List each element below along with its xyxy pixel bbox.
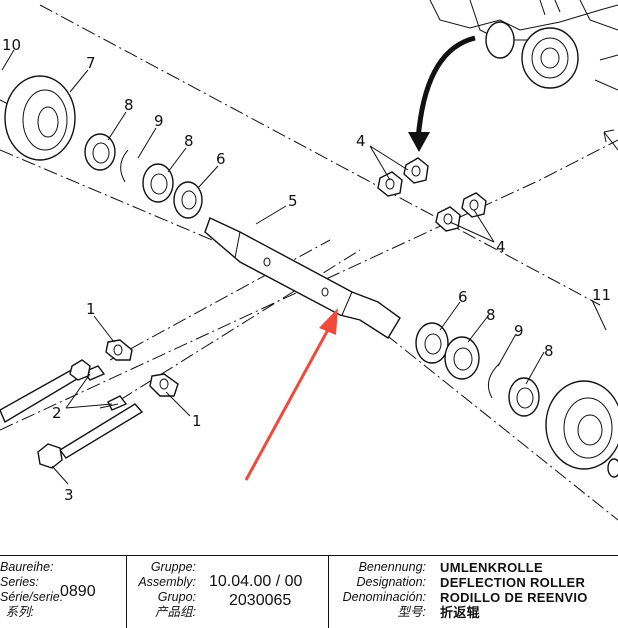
- series-labels: Baureihe: Series: Série/serie: 系列:: [0, 560, 64, 620]
- callout-11: 11: [592, 286, 611, 304]
- designation-values: UMLENKROLLE DEFLECTION ROLLER RODILLO DE…: [440, 560, 588, 620]
- name-label-en: Designation:: [356, 575, 427, 589]
- group-value: 10.04.00 / 00: [209, 573, 303, 590]
- callout-8: 8: [124, 96, 134, 114]
- series-value: 0890: [60, 583, 96, 600]
- series-label-de: Baureihe:: [0, 560, 54, 574]
- group-label-en: Assembly:: [138, 575, 196, 589]
- group-label-es: Grupo:: [157, 590, 196, 604]
- callout-9: 9: [154, 112, 164, 130]
- designation-de: UMLENKROLLE: [440, 560, 543, 575]
- callout-8: 8: [544, 342, 554, 360]
- callout-6: 6: [216, 150, 226, 168]
- callout-10: 10: [2, 36, 21, 54]
- callout-6: 6: [458, 288, 468, 306]
- callout-4: 4: [356, 132, 366, 150]
- designation-labels: Benennung: Designation: Denominación: 型号…: [330, 560, 426, 620]
- callout-3: 3: [64, 486, 74, 504]
- series-label-fr-es: Série/serie:: [0, 590, 64, 604]
- group-label-de: Gruppe:: [150, 560, 196, 574]
- callout-5: 5: [288, 192, 298, 210]
- callout-labels: 10 7 8 9 8 6 4 4 5 1 1 2 3 6 8 9 8 11: [2, 36, 611, 504]
- callout-9: 9: [514, 322, 524, 340]
- group-labels: Gruppe: Assembly: Grupo: 产品组:: [128, 560, 196, 620]
- callout-7: 7: [86, 54, 96, 72]
- column-divider: [126, 556, 127, 628]
- red-pointer-arrow-icon: [244, 308, 338, 481]
- roller-right-group: [415, 322, 618, 478]
- leader-lines: [1, 49, 607, 485]
- callout-1: 1: [86, 300, 96, 318]
- group-label-zh: 产品组:: [155, 605, 196, 619]
- machine-detail-illustration: [429, 0, 618, 151]
- nuts-part-4: [377, 157, 487, 232]
- shaft-part-5: [204, 217, 401, 339]
- designation-en: DEFLECTION ROLLER: [440, 575, 586, 590]
- group-number: 2030065: [229, 592, 292, 609]
- series-label-en: Series:: [0, 575, 39, 589]
- roller-left-group: [4, 75, 203, 219]
- callout-2: 2: [52, 404, 62, 422]
- curved-arrow-icon: [408, 35, 476, 152]
- assembly-outline: [0, 4, 618, 521]
- column-divider: [328, 556, 329, 628]
- designation-es: RODILLO DE REENVIO: [440, 590, 588, 605]
- name-label-de: Benennung:: [358, 560, 426, 574]
- title-block: Baureihe: Series: Série/serie: 系列: 0890 …: [0, 555, 618, 628]
- callout-8: 8: [184, 132, 194, 150]
- name-label-es: Denominación:: [342, 590, 426, 604]
- callout-4: 4: [496, 238, 506, 256]
- designation-zh: 折返辊: [440, 605, 480, 620]
- callout-1: 1: [192, 412, 202, 430]
- series-label-zh: 系列:: [5, 605, 34, 619]
- bolts-and-plates-group: [0, 339, 179, 469]
- exploded-parts-diagram: 10 7 8 9 8 6 4 4 5 1 1 2 3 6 8 9 8 11: [0, 0, 618, 521]
- callout-8: 8: [486, 306, 496, 324]
- name-label-zh: 型号:: [397, 605, 426, 619]
